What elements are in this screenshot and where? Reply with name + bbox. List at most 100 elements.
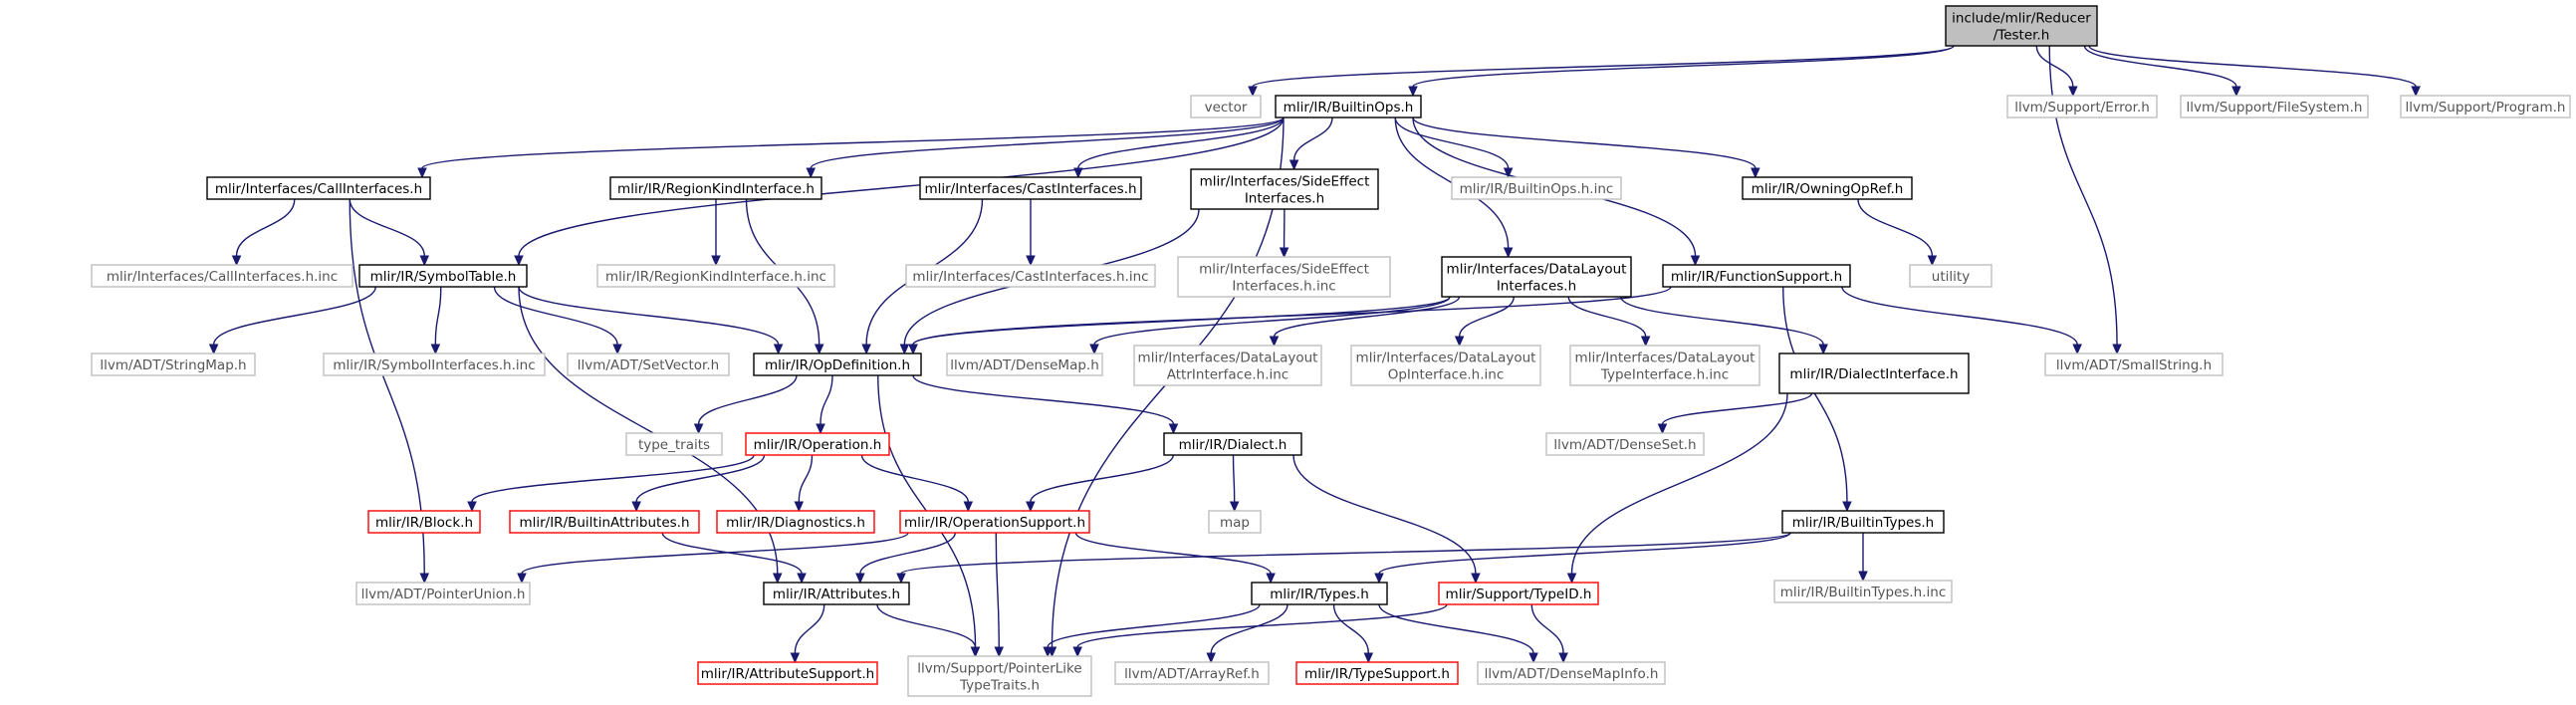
node-label: llvm/ADT/ArrayRef.h xyxy=(1124,666,1260,682)
node-funcsupport[interactable]: mlir/IR/FunctionSupport.h xyxy=(1662,264,1851,288)
node-box xyxy=(905,264,1156,288)
node-label: mlir/IR/TypeSupport.h xyxy=(1304,666,1450,682)
node-opdef[interactable]: mlir/IR/OpDefinition.h xyxy=(753,352,922,376)
edge-dialectif-to-typeid xyxy=(1566,392,1788,585)
node-box xyxy=(1163,432,1302,456)
edge-line xyxy=(1210,603,1288,654)
edge-datalayout-to-densemap xyxy=(1089,296,1451,355)
edge-types-to-densemapinfo xyxy=(1378,603,1538,664)
node-castif[interactable]: mlir/Interfaces/CastInterfaces.h xyxy=(919,176,1142,200)
node-attributes[interactable]: mlir/IR/Attributes.h xyxy=(763,582,910,605)
node-builtinops[interactable]: mlir/IR/BuiltinOps.h xyxy=(1275,95,1422,118)
node-label: llvm/ADT/SmallString.h xyxy=(2056,357,2212,373)
node-box xyxy=(91,264,353,288)
edge-line xyxy=(212,286,376,346)
edge-line xyxy=(697,374,798,425)
edge-arrowhead xyxy=(797,573,807,585)
edge-arrowhead xyxy=(1842,501,1852,513)
node-dialect[interactable]: mlir/IR/Dialect.h xyxy=(1163,432,1302,456)
edge-line xyxy=(2083,45,2237,88)
node-arrayref: llvm/ADT/ArrayRef.h xyxy=(1114,661,1270,685)
edge-opdef-to-typetraits xyxy=(693,374,798,435)
node-label: mlir/Interfaces/CastInterfaces.h.inc xyxy=(912,269,1148,285)
node-box xyxy=(358,264,528,288)
edge-arrowhead xyxy=(2231,86,2241,98)
node-box xyxy=(1438,582,1599,605)
node-box xyxy=(1190,95,1262,118)
edge-builtintypes-to-attributes xyxy=(896,532,1791,585)
node-owningop[interactable]: mlir/IR/OwningOpRef.h xyxy=(1742,176,1913,200)
edge-dialect-to-map xyxy=(1229,454,1240,513)
node-box xyxy=(946,352,1103,376)
node-root[interactable]: include/mlir/Reducer/Tester.h xyxy=(1945,5,2098,47)
node-label: mlir/IR/BuiltinTypes.h.inc xyxy=(1780,585,1947,600)
edge-line xyxy=(900,532,1791,575)
edge-root-to-fs xyxy=(2083,45,2241,98)
node-symtab[interactable]: mlir/IR/SymbolTable.h xyxy=(358,264,528,288)
node-box xyxy=(1208,510,1262,534)
node-typesupport[interactable]: mlir/IR/TypeSupport.h xyxy=(1295,661,1459,685)
node-box xyxy=(1781,510,1945,534)
edge-arrowhead xyxy=(2068,86,2078,98)
edge-arrowhead xyxy=(419,255,430,267)
node-callif[interactable]: mlir/Interfaces/CallInterfaces.h xyxy=(206,176,431,200)
node-builtinattr[interactable]: mlir/IR/BuiltinAttributes.h xyxy=(509,510,700,534)
edge-arrowhead xyxy=(1503,167,1514,179)
edge-line xyxy=(876,603,977,648)
node-opsupport[interactable]: mlir/IR/OperationSupport.h xyxy=(899,510,1090,534)
edge-types-to-typesupport xyxy=(1332,603,1374,664)
edge-line xyxy=(349,198,425,257)
edge-arrowhead xyxy=(994,646,1005,658)
edge-arrowhead xyxy=(430,344,441,355)
edge-layer xyxy=(208,45,2421,664)
node-box xyxy=(1350,345,1541,386)
node-types[interactable]: mlir/IR/Types.h xyxy=(1251,582,1388,605)
node-box xyxy=(1114,661,1270,685)
edge-line xyxy=(1661,392,1813,425)
edge-line xyxy=(1076,603,1448,648)
edge-line xyxy=(471,454,755,503)
node-label: llvm/ADT/DenseSet.h xyxy=(1553,437,1696,453)
node-operation[interactable]: mlir/IR/Operation.h xyxy=(745,432,890,456)
node-label: TypeInterface.h.inc xyxy=(1600,367,1729,383)
node-label: mlir/IR/DialectInterface.h xyxy=(1789,366,1958,382)
edge-arrowhead xyxy=(1528,652,1538,664)
node-builtintypesinc: mlir/IR/BuiltinTypes.h.inc xyxy=(1773,580,1953,603)
node-builtintypes[interactable]: mlir/IR/BuiltinTypes.h xyxy=(1781,510,1945,534)
node-label: llvm/ADT/StringMap.h xyxy=(100,357,246,373)
edge-line xyxy=(1857,198,1934,257)
edge-datalayout-to-dlop xyxy=(1454,296,1515,348)
edge-arrowhead xyxy=(1072,646,1082,658)
node-box xyxy=(609,176,822,200)
edge-arrowhead xyxy=(2112,344,2122,355)
edge-arrowhead xyxy=(1640,336,1651,348)
node-typeid[interactable]: mlir/Support/TypeID.h xyxy=(1438,582,1599,605)
node-box xyxy=(1251,582,1388,605)
node-block[interactable]: mlir/IR/Block.h xyxy=(367,510,481,534)
edge-line xyxy=(1232,454,1236,503)
edge-line xyxy=(1047,603,1261,648)
edge-arrowhead xyxy=(1858,571,1868,583)
edge-line xyxy=(235,198,296,257)
node-box xyxy=(907,655,1092,697)
node-box xyxy=(2006,95,2158,118)
edge-castif-to-castifinc xyxy=(1026,199,1036,267)
edge-funcsupport-to-builtintypes xyxy=(1782,286,1852,513)
node-label: /Tester.h xyxy=(1993,28,2050,44)
edge-arrowhead xyxy=(517,573,527,585)
edge-arrowhead xyxy=(1248,86,1258,98)
node-diagnostics[interactable]: mlir/IR/Diagnostics.h xyxy=(716,510,875,534)
edge-opsupport-to-attributes xyxy=(855,532,956,585)
node-label: mlir/IR/AttributeSupport.h xyxy=(701,666,875,682)
edge-line xyxy=(810,117,1285,169)
node-attrsupport[interactable]: mlir/IR/AttributeSupport.h xyxy=(697,661,878,685)
node-label: llvm/Support/FileSystem.h xyxy=(2187,100,2363,116)
node-regionkind[interactable]: mlir/IR/RegionKindInterface.h xyxy=(609,176,822,200)
edge-operation-to-builtinattr xyxy=(631,454,766,513)
edge-arrowhead xyxy=(631,501,641,513)
node-dialectif[interactable]: mlir/IR/DialectInterface.h xyxy=(1778,352,1970,394)
node-label: llvm/Support/Program.h xyxy=(2406,100,2566,116)
node-label: Interfaces.h.inc xyxy=(1232,279,1335,295)
